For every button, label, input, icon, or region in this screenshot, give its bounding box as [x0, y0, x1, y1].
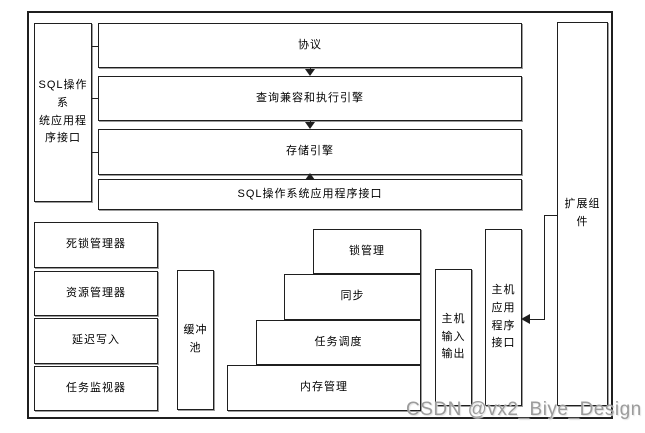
box-query-engine: 查询兼容和执行引擎 [98, 76, 522, 121]
box-sync: 同步 [284, 274, 421, 320]
box-task-monitor: 任务监视器 [34, 366, 158, 411]
elbow-connector-segment [528, 319, 545, 320]
arrow-left-icon [521, 314, 530, 324]
box-protocol: 协议 [98, 23, 522, 68]
arrow-down-icon [305, 122, 315, 129]
connector-stub-storage-engine [91, 152, 99, 153]
box-sql-os-api-left: SQL操作系 统应用程 序接口 [34, 23, 92, 202]
box-buffer-pool: 缓冲 池 [177, 270, 214, 410]
arrow-up-icon [305, 173, 315, 180]
connector-stub-query-engine [91, 98, 99, 99]
elbow-connector-segment [544, 215, 558, 216]
watermark: CSDN @vx2_Biye_Design [406, 399, 642, 420]
box-host-io: 主机 输入 输出 [435, 269, 472, 406]
box-storage-engine: 存储引擎 [98, 129, 522, 175]
box-resource-manager: 资源管理器 [34, 271, 158, 316]
elbow-connector-segment [544, 215, 545, 320]
box-lock-manager: 锁管理 [313, 229, 421, 274]
arrow-down-icon [305, 69, 315, 76]
box-extension-components: 扩展组 件 [557, 22, 608, 406]
box-lazy-write: 延迟写入 [34, 318, 158, 364]
box-sql-os-api: SQL操作系统应用程序接口 [98, 179, 522, 210]
box-task-scheduler: 任务调度 [256, 320, 421, 365]
box-deadlock-manager: 死锁管理器 [34, 222, 158, 268]
box-host-api: 主机 应用 程序 接口 [485, 229, 522, 406]
connector-stub-protocol [91, 46, 99, 47]
box-memory-manager: 内存管理 [227, 365, 421, 411]
